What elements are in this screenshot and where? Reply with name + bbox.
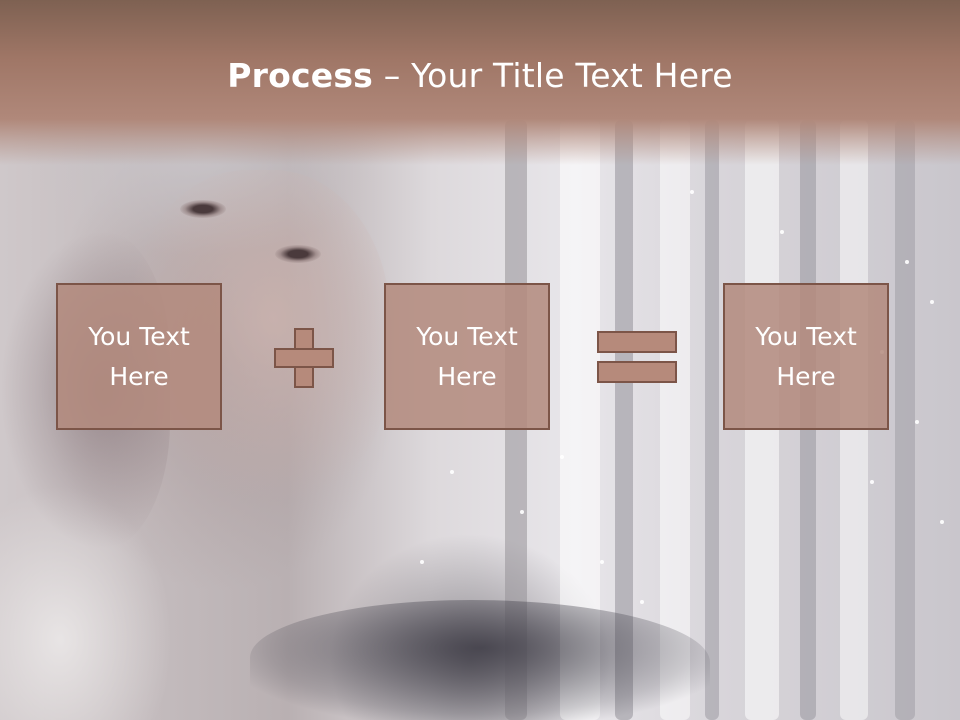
process-box-3[interactable]: You Text Here: [723, 283, 889, 430]
light-streak: [895, 120, 915, 720]
title-bold: Process: [227, 56, 374, 95]
snowflake: [560, 455, 564, 459]
snowflake: [930, 300, 934, 304]
slide-title: Process – Your Title Text Here: [0, 56, 960, 96]
process-box-text: You Text Here: [88, 321, 190, 391]
plus-icon: [274, 328, 334, 388]
process-box-2[interactable]: You Text Here: [384, 283, 550, 430]
title-rest: – Your Title Text Here: [373, 56, 733, 95]
light-streak: [705, 120, 719, 720]
light-streak: [660, 120, 690, 720]
snowflake: [640, 600, 644, 604]
snowflake: [940, 520, 944, 524]
title-bar: Process – Your Title Text Here: [0, 0, 960, 165]
process-box-text: You Text Here: [755, 321, 857, 391]
eye: [275, 245, 321, 263]
equals-icon: [597, 331, 677, 383]
process-box-text: You Text Here: [416, 321, 518, 391]
snowflake: [420, 560, 424, 564]
light-streak: [615, 120, 633, 720]
snowflake: [780, 230, 784, 234]
snowflake: [870, 480, 874, 484]
process-box-1[interactable]: You Text Here: [56, 283, 222, 430]
eye: [180, 200, 226, 218]
snowflake: [905, 260, 909, 264]
gloved-hand: [250, 600, 710, 720]
snowflake: [520, 510, 524, 514]
snowflake: [600, 560, 604, 564]
snowflake: [690, 190, 694, 194]
snowflake: [450, 470, 454, 474]
snowflake: [915, 420, 919, 424]
